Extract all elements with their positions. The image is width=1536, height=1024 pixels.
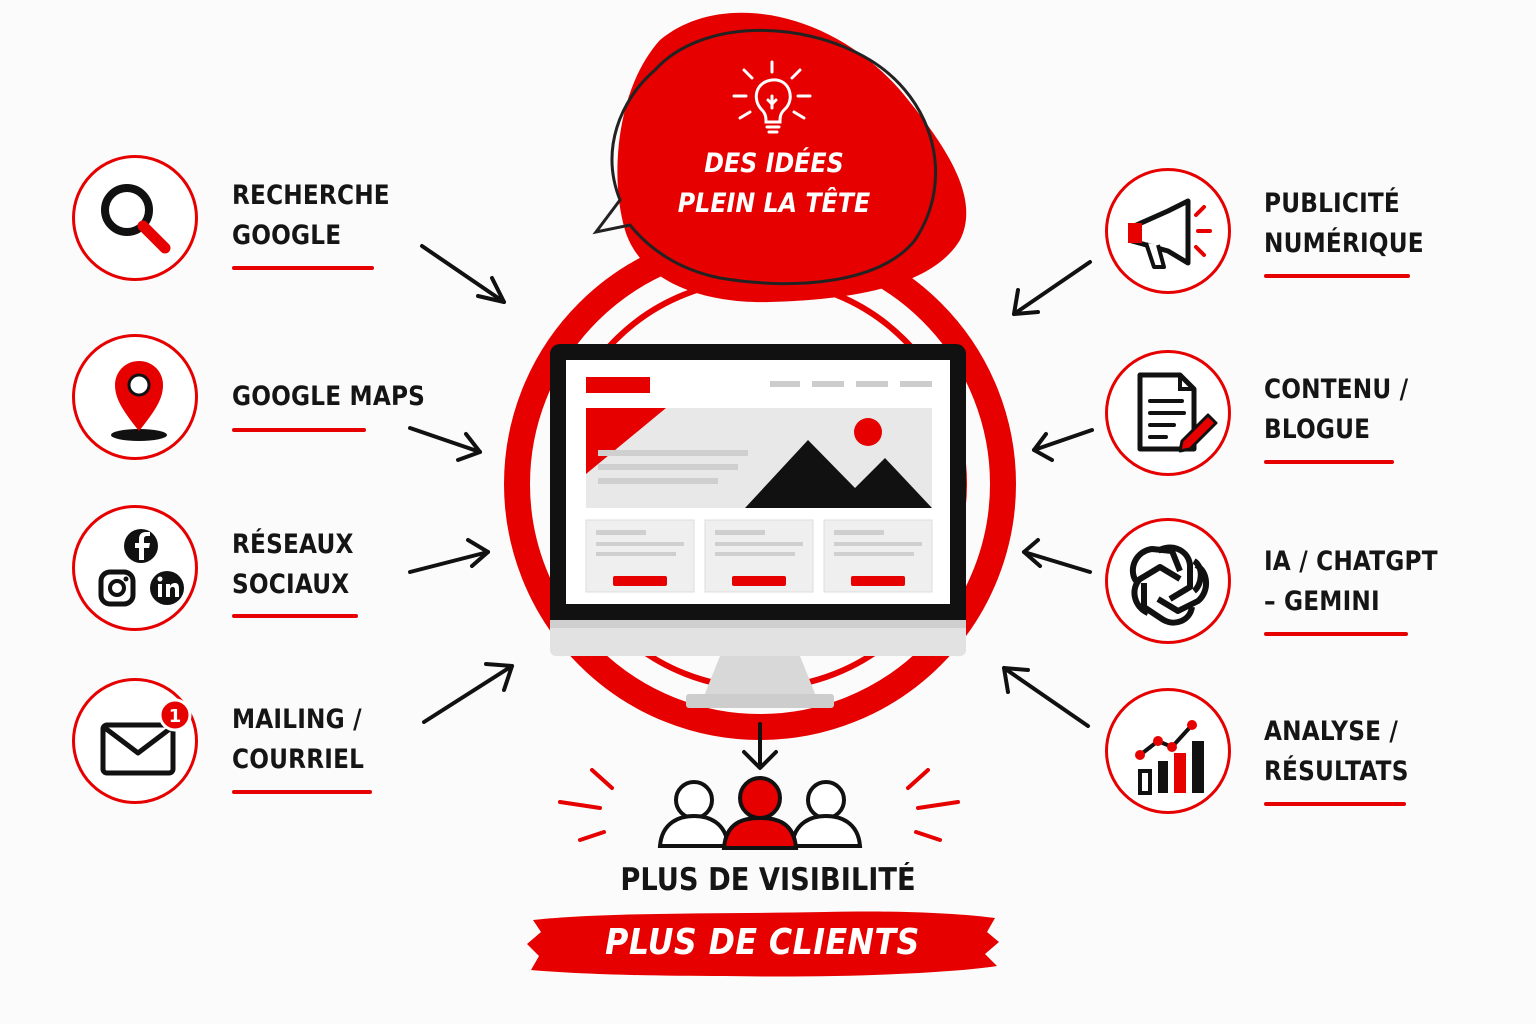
mail-circle: 1	[72, 678, 198, 804]
lightbulb-icon	[732, 60, 812, 134]
label-analyse-resultats: ANALYSE /RÉSULTATS	[1264, 716, 1409, 787]
clients-banner	[527, 911, 999, 977]
megaphone-circle	[1105, 168, 1231, 294]
arrow-right-3	[1022, 538, 1092, 574]
arrow-down	[742, 722, 778, 770]
arrow-left-2	[408, 426, 482, 462]
megaphone-icon	[1128, 198, 1212, 269]
bubble-line-1: DES IDÉES	[704, 148, 844, 179]
search-circle	[72, 155, 198, 281]
facebook-icon	[124, 529, 158, 563]
badge-count: 1	[169, 706, 182, 727]
underline-left-4	[232, 790, 372, 794]
label-ia-chatgpt: IA / CHATGPT– GEMINI	[1264, 546, 1438, 617]
social-media-icon	[98, 529, 184, 607]
bubble-line-2: PLEIN LA TÊTE	[677, 188, 871, 219]
arrows	[408, 244, 1094, 770]
document-circle	[1105, 350, 1231, 476]
underline-left-2	[232, 428, 366, 432]
arrow-right-4	[1002, 666, 1090, 728]
ai-knot-icon	[1129, 544, 1209, 626]
underline-left-1	[232, 266, 374, 270]
mail-icon: 1	[100, 698, 192, 776]
chart-icon	[1135, 720, 1204, 795]
chart-circle	[1105, 688, 1231, 814]
social-circle	[72, 505, 198, 631]
underline-right-4	[1264, 802, 1406, 806]
monitor-icon	[550, 344, 966, 708]
arrow-right-1	[1012, 260, 1092, 316]
instagram-icon	[98, 569, 136, 607]
linkedin-icon	[150, 571, 184, 605]
visibility-title: PLUS DE VISIBILITÉ	[620, 862, 916, 898]
document-pen-icon	[1137, 372, 1218, 453]
label-google-maps: GOOGLE MAPS	[232, 381, 426, 412]
bubble-text: DES IDÉES PLEIN LA TÊTE	[660, 144, 889, 224]
arrow-right-2	[1032, 428, 1094, 462]
search-icon	[101, 184, 171, 254]
underline-right-3	[1264, 632, 1408, 636]
arrow-left-1	[420, 244, 506, 304]
notification-badge	[158, 698, 192, 732]
underline-left-3	[232, 614, 358, 618]
clients-banner-text: PLUS DE CLIENTS	[605, 922, 920, 963]
label-mailing-courriel: MAILING /COURRIEL	[232, 704, 365, 775]
ai-circle	[1105, 518, 1231, 644]
label-contenu-blogue: CONTENU /BLOGUE	[1264, 374, 1409, 445]
clients-group-icon	[558, 768, 960, 850]
arrow-left-4	[422, 662, 514, 724]
underline-right-2	[1264, 460, 1394, 464]
arrow-left-3	[408, 538, 490, 574]
idea-speech-bubble	[592, 12, 967, 303]
map-circle	[72, 334, 198, 460]
underline-right-1	[1264, 274, 1410, 278]
map-pin-icon	[111, 361, 167, 441]
